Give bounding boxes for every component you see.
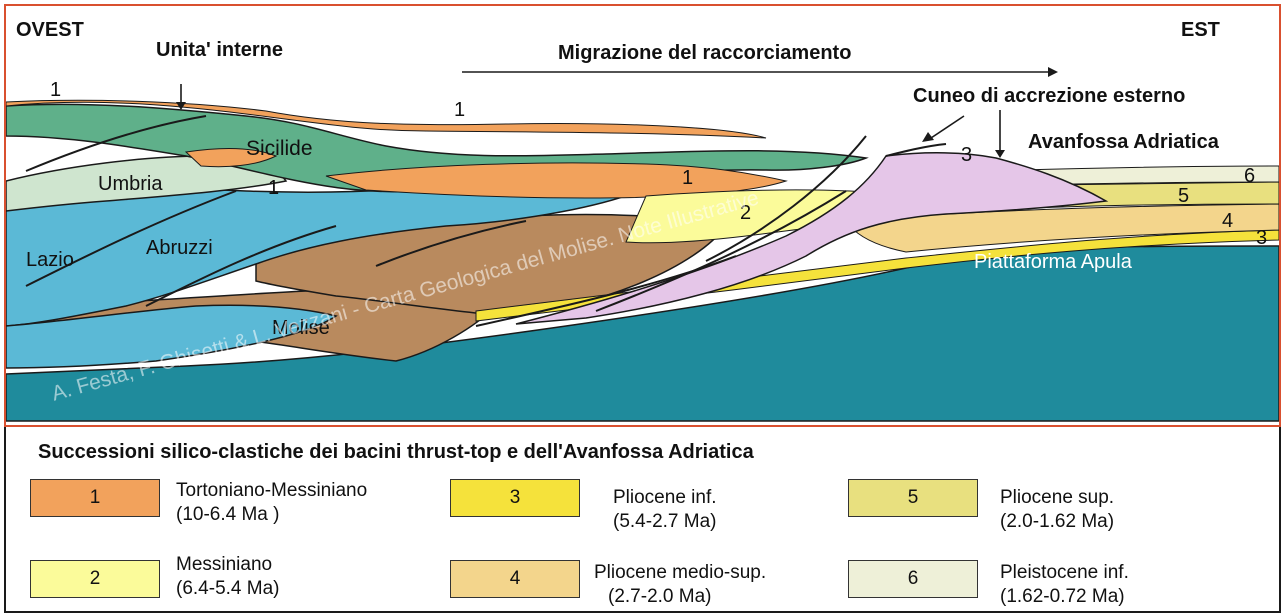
legend-item-6-age: (1.62-0.72 Ma) [1000, 585, 1129, 609]
legend-text-4: Pliocene medio-sup. (2.7-2.0 Ma) [594, 561, 766, 609]
legend-text-5: Pliocene sup. (2.0-1.62 Ma) [1000, 486, 1114, 534]
number-4: 4 [1222, 211, 1233, 231]
legend-item-1-age: (10-6.4 Ma ) [176, 503, 367, 527]
legend-item-1-name: Tortoniano-Messiniano [176, 479, 367, 503]
legend-text-6: Pleistocene inf. (1.62-0.72 Ma) [1000, 561, 1129, 609]
legend-text-2: Messiniano (6.4-5.4 Ma) [176, 553, 279, 601]
legend-item-4-age: (2.7-2.0 Ma) [594, 585, 766, 609]
legend-swatch-6-num: 6 [908, 568, 919, 590]
legend-swatch-4-num: 4 [510, 568, 521, 590]
legend-item-6-name: Pleistocene inf. [1000, 561, 1129, 585]
unit-sicilide: Sicilide [246, 138, 313, 159]
number-5: 5 [1178, 186, 1189, 206]
number-1-d: 1 [682, 168, 693, 188]
legend-swatch-5-num: 5 [908, 487, 919, 509]
legend-title: Successioni silico-clastiche dei bacini … [38, 441, 754, 464]
legend-item-3-age: (5.4-2.7 Ma) [613, 510, 717, 534]
legend-swatch-1-num: 1 [90, 487, 101, 509]
legend-text-1: Tortoniano-Messiniano (10-6.4 Ma ) [176, 479, 367, 527]
east-label: EST [1181, 20, 1220, 40]
legend-swatch-6: 6 [848, 560, 978, 598]
legend-swatch-2: 2 [30, 560, 160, 598]
legend-swatch-4: 4 [450, 560, 580, 598]
legend-item-5-age: (2.0-1.62 Ma) [1000, 510, 1114, 534]
legend-swatch-2-num: 2 [90, 568, 101, 590]
legend-item-2-name: Messiniano [176, 553, 279, 577]
unit-umbria: Umbria [98, 174, 162, 194]
legend-item-2-age: (6.4-5.4 Ma) [176, 577, 279, 601]
migration-label: Migrazione del raccorciamento [558, 43, 851, 63]
wedge-label: Cuneo di accrezione esterno [913, 86, 1185, 106]
number-3-b: 3 [1256, 228, 1267, 248]
legend-item-5-name: Pliocene sup. [1000, 486, 1114, 510]
legend-item-3-name: Pliocene inf. [613, 486, 717, 510]
foredeep-label: Avanfossa Adriatica [1028, 132, 1219, 152]
number-1-a: 1 [50, 80, 61, 100]
legend-swatch-1: 1 [30, 479, 160, 517]
number-6: 6 [1244, 166, 1255, 186]
number-1-c: 1 [268, 178, 279, 198]
legend-swatch-3: 3 [450, 479, 580, 517]
legend-item-4-name: Pliocene medio-sup. [594, 561, 766, 585]
unit-lazio: Lazio [26, 250, 74, 270]
west-label: OVEST [16, 20, 84, 40]
unit-piattaforma-apula: Piattaforma Apula [974, 252, 1132, 272]
legend-text-3: Pliocene inf. (5.4-2.7 Ma) [613, 486, 717, 534]
number-3-a: 3 [961, 145, 972, 165]
legend-swatch-3-num: 3 [510, 487, 521, 509]
cross-section-panel: OVEST EST Unita' interne Migrazione del … [4, 4, 1281, 427]
number-1-b: 1 [454, 100, 465, 120]
internal-units-label: Unita' interne [156, 40, 283, 60]
unit-abruzzi: Abruzzi [146, 238, 213, 258]
legend-swatch-5: 5 [848, 479, 978, 517]
